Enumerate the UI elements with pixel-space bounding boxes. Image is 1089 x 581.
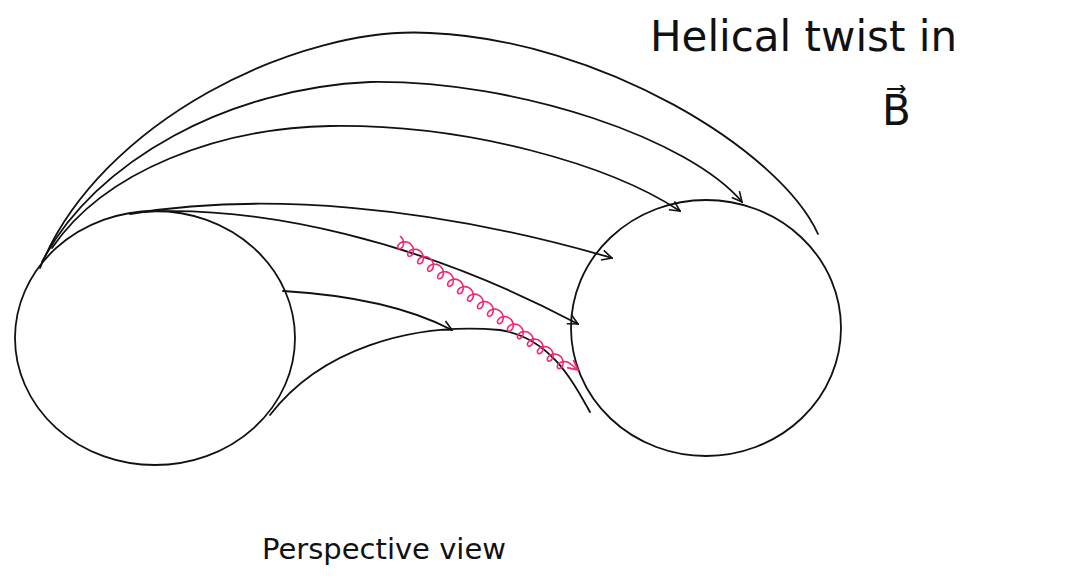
field-line (42, 82, 742, 262)
field-line (283, 291, 452, 330)
left-footpoint (15, 211, 295, 465)
field-line (40, 33, 818, 268)
caption-text: Perspective view (262, 534, 506, 566)
field-line (52, 126, 680, 248)
annotation-text: Helical twist in (650, 14, 957, 60)
right-footpoint (571, 200, 841, 456)
field-line (270, 329, 590, 415)
helical-twist (398, 236, 578, 370)
vector-symbol: B⃗ (882, 88, 911, 134)
field-line (140, 211, 578, 324)
